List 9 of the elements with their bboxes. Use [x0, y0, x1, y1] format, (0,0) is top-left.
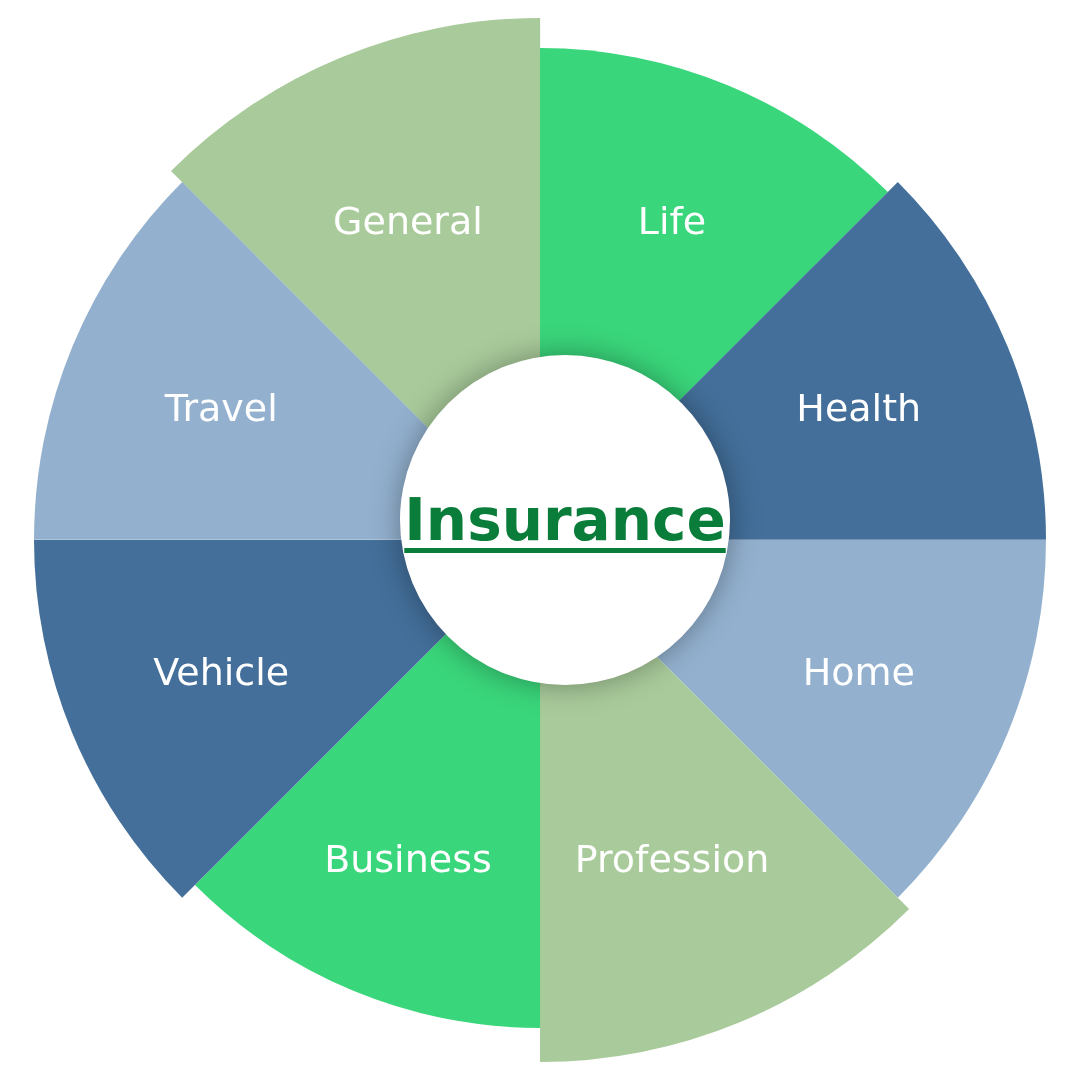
segment-label: General	[333, 202, 483, 241]
segment-label: Life	[637, 202, 707, 241]
segment-label: Vehicle	[153, 653, 290, 691]
segment-label: Profession	[574, 839, 770, 878]
segment-label: Health	[796, 388, 922, 427]
segment-label: Business	[324, 839, 492, 878]
segment-label: Travel	[164, 388, 278, 427]
segment-label: Home	[802, 653, 915, 691]
center-title: Insurance	[404, 486, 726, 554]
